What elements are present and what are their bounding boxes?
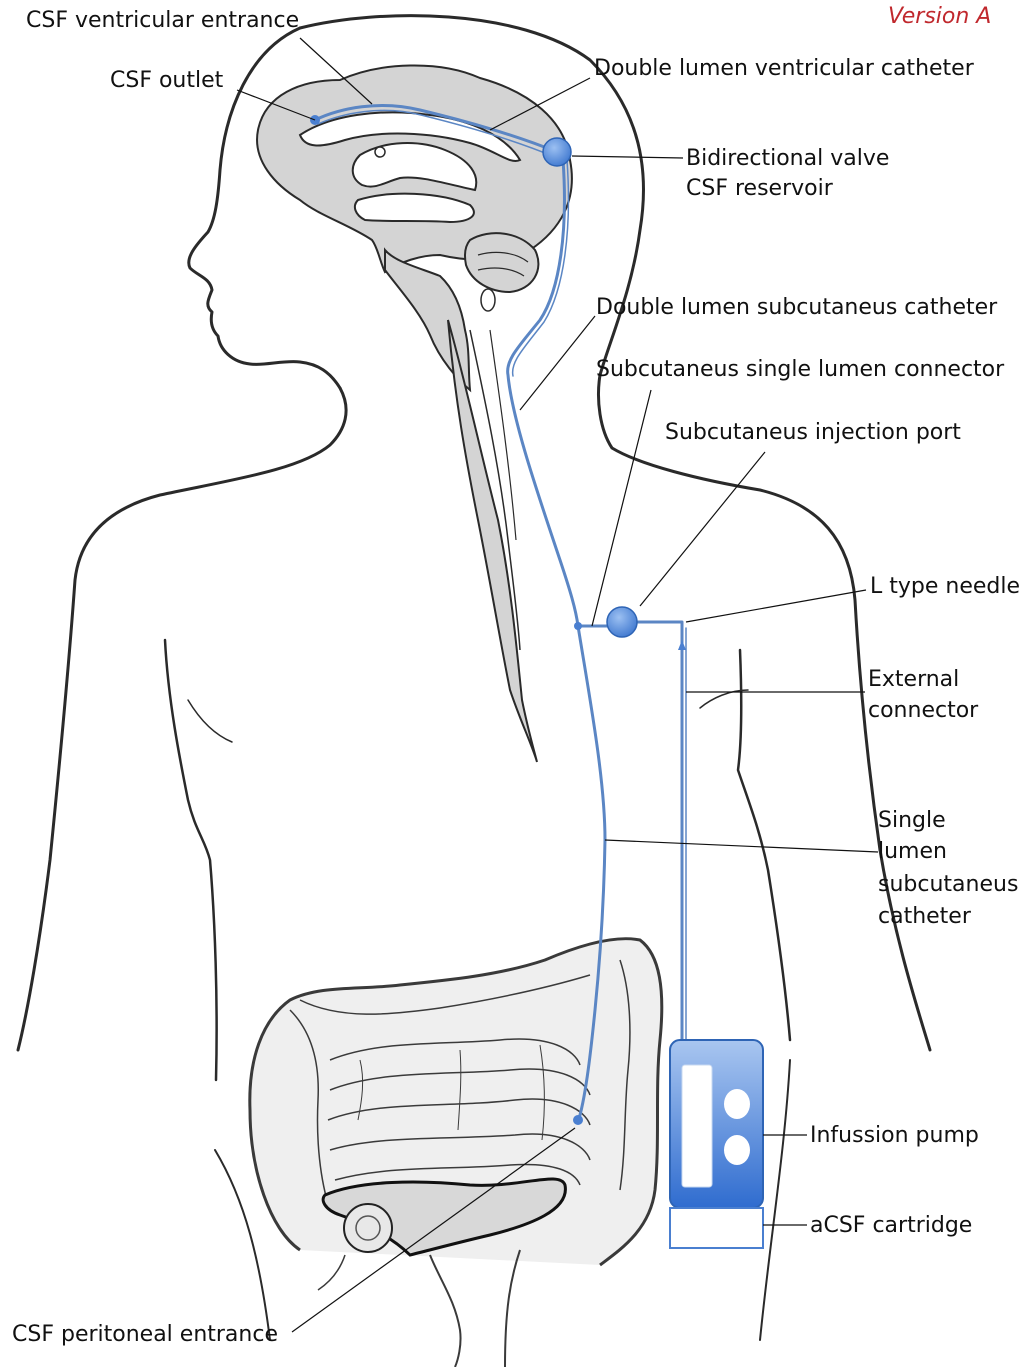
infusion-pump <box>670 1040 763 1208</box>
label-single: Single <box>878 806 946 836</box>
label-csf-reservoir: CSF reservoir <box>686 174 833 204</box>
intestines <box>250 939 662 1367</box>
label-subcutaneus-single-lumen-connector: Subcutaneus single lumen connector <box>596 355 1004 385</box>
injection-port-ball <box>607 607 637 637</box>
label-subcutaneus: subcutaneus <box>878 870 1018 900</box>
label-acsf-cartridge: aCSF cartridge <box>810 1211 972 1241</box>
acsf-cartridge-box <box>670 1208 763 1248</box>
label-l-type-needle: L type needle <box>870 572 1020 602</box>
connector-dot <box>574 622 582 630</box>
label-external: External <box>868 665 959 695</box>
label-double-lumen-subcutaneus-catheter: Double lumen subcutaneus catheter <box>596 293 997 323</box>
label-connector: connector <box>868 696 978 726</box>
brain <box>257 65 572 762</box>
label-double-lumen-ventricular-catheter: Double lumen ventricular catheter <box>594 54 974 84</box>
label-bidirectional-valve: Bidirectional valve <box>686 144 889 174</box>
label-catheter: catheter <box>878 902 971 932</box>
version-label: Version A <box>888 4 991 29</box>
label-subcutaneus-injection-port: Subcutaneus injection port <box>665 418 961 448</box>
label-csf-ventricular-entrance: CSF ventricular entrance <box>26 6 299 36</box>
peritoneal-entrance-dot <box>573 1115 583 1125</box>
label-lumen: lumen <box>878 837 947 867</box>
needle-tip <box>678 640 686 650</box>
label-csf-peritoneal-entrance: CSF peritoneal entrance <box>12 1320 278 1350</box>
bidirectional-valve-ball <box>543 138 571 166</box>
label-infussion-pump: Infussion pump <box>810 1121 979 1151</box>
label-csf-outlet: CSF outlet <box>110 66 223 96</box>
